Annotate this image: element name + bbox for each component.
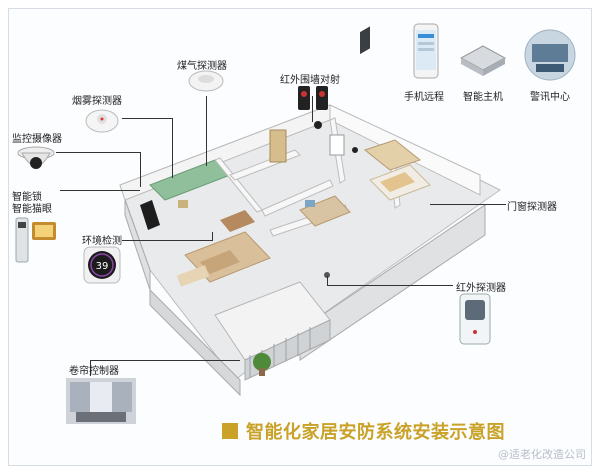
ir-fence-icon <box>298 86 328 110</box>
smart-lock-icon <box>15 217 56 263</box>
phone-icon <box>413 23 439 79</box>
label-ir-detector: 红外探测器 <box>456 283 506 294</box>
alarm-center-icon <box>524 29 576 81</box>
leader-line <box>327 285 453 286</box>
leader-line <box>430 204 506 205</box>
smoke-detector-icon <box>85 109 119 133</box>
smart-host-icon <box>459 45 507 76</box>
ir-detector-icon <box>459 293 491 345</box>
label-smart-lock: 智能锁 <box>12 192 42 203</box>
env-reading: 39 <box>96 261 109 272</box>
leader-line <box>122 118 172 119</box>
curtain-photo <box>66 378 136 424</box>
title-bullet <box>222 423 238 439</box>
leader-line <box>60 190 140 191</box>
leader-line <box>327 276 328 286</box>
leader-line <box>140 152 141 187</box>
diagram-title: 智能化家居安防系统安装示意图 <box>222 419 505 443</box>
leader-line <box>56 152 140 153</box>
leader-line <box>90 360 91 376</box>
label-smart-host: 智能主机 <box>463 92 503 103</box>
label-alarm-center: 警讯中心 <box>530 92 570 103</box>
label-smart-cateye: 智能猫眼 <box>12 204 52 215</box>
leader-line <box>212 232 213 241</box>
environment-monitor-icon: 39 <box>83 246 121 284</box>
label-gas-detector: 煤气探测器 <box>177 61 227 72</box>
label-curtain: 卷帘控制器 <box>69 366 119 377</box>
title-text: 智能化家居安防系统安装示意图 <box>246 422 505 443</box>
leader-line <box>122 240 212 241</box>
leader-line <box>206 96 207 166</box>
gas-detector-icon <box>188 70 224 92</box>
label-ir-fence: 红外围墙对射 <box>280 75 340 86</box>
label-camera: 监控摄像器 <box>12 134 62 145</box>
watermark: @适老化改造公司 <box>498 446 586 462</box>
camera-icon <box>17 146 55 169</box>
label-smoke-detector: 烟雾探测器 <box>72 96 122 107</box>
leader-line <box>172 118 173 178</box>
label-door-window: 门窗探测器 <box>507 202 557 213</box>
label-environment: 环境检测 <box>82 236 122 247</box>
leader-line <box>90 360 240 361</box>
label-phone-remote: 手机远程 <box>404 92 444 103</box>
leader-line <box>312 96 313 122</box>
watermark-text: @适老化改造公司 <box>498 448 586 461</box>
